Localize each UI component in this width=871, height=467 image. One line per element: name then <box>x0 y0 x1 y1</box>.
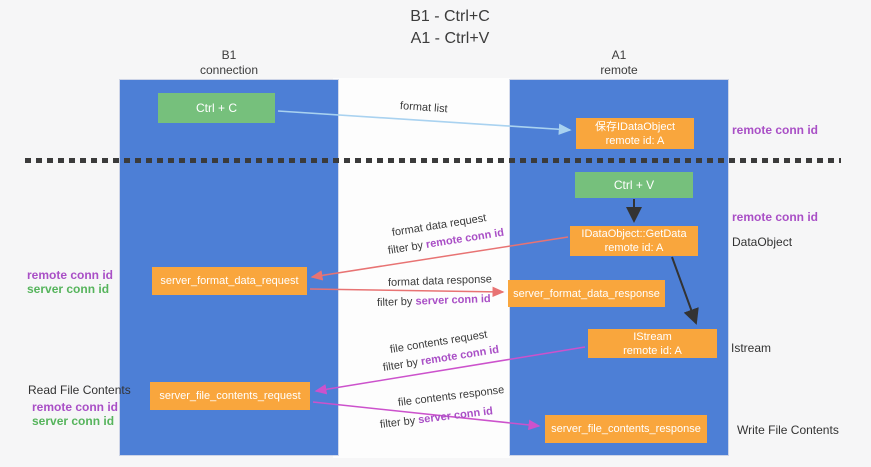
annotation-remote-conn-id-left-1: remote conn id <box>27 268 114 282</box>
node-server-format-data-response-label: server_format_data_response <box>513 287 660 300</box>
annotation-conn-ids-bottom: remote conn id server conn id <box>32 400 118 428</box>
node-server-file-contents-response-label: server_file_contents_response <box>551 423 701 435</box>
dashed-separator-line <box>25 158 841 163</box>
annotation-dataobject: DataObject <box>732 235 793 249</box>
node-istream: IStream remote id: A <box>588 329 717 358</box>
right-column-name: A1 <box>611 48 627 62</box>
node-save-idataobject-line1: 保存IDataObject <box>594 120 676 133</box>
left-column-subtitle: connection <box>199 63 259 77</box>
annotation-read-file-contents: Read File Contents <box>28 383 131 397</box>
left-column-name: B1 <box>221 48 237 62</box>
node-save-idataobject-line2: remote id: A <box>605 134 665 147</box>
annotation-server-conn-id-left-1: server conn id <box>27 282 110 296</box>
node-server-format-data-request-label: server_format_data_request <box>160 275 299 287</box>
annotation-remote-conn-id-1: remote conn id <box>732 123 819 137</box>
node-ctrl-v: Ctrl + V <box>575 172 693 198</box>
title-line-1: B1 - Ctrl+C <box>410 8 490 25</box>
annotation-remote-conn-id-2: remote conn id <box>732 210 819 224</box>
node-ctrl-c: Ctrl + C <box>158 93 275 123</box>
node-server-format-data-request: server_format_data_request <box>152 267 307 295</box>
node-ctrl-v-label: Ctrl + V <box>613 178 655 192</box>
diagram-title: B1 - Ctrl+C A1 - Ctrl+V <box>330 6 570 50</box>
node-istream-line1: IStream <box>633 330 672 343</box>
node-server-file-contents-request: server_file_contents_request <box>150 382 310 410</box>
annotation-write-file-contents: Write File Contents <box>737 423 839 437</box>
node-server-format-data-response: server_format_data_response <box>508 280 665 307</box>
node-idataobject-getdata: IDataObject::GetData remote id: A <box>570 226 698 256</box>
node-server-file-contents-request-label: server_file_contents_request <box>159 390 301 402</box>
right-column-subtitle: remote <box>600 63 638 77</box>
annotation-conn-ids-top: remote conn id server conn id <box>27 268 113 296</box>
left-column-header: B1 connection <box>120 48 338 78</box>
annotation-remote-conn-id-left-2: remote conn id <box>32 400 119 414</box>
node-istream-line2: remote id: A <box>623 344 682 357</box>
annotation-server-conn-id-left-2: server conn id <box>32 414 115 428</box>
annotation-istream: Istream <box>731 341 772 355</box>
node-server-file-contents-response: server_file_contents_response <box>545 415 707 443</box>
node-getdata-line2: remote id: A <box>604 242 664 254</box>
title-line-2: A1 - Ctrl+V <box>410 30 490 47</box>
right-column-header: A1 remote <box>510 48 728 78</box>
node-getdata-line1: IDataObject::GetData <box>581 228 687 240</box>
node-save-idataobject: 保存IDataObject remote id: A <box>576 118 694 149</box>
node-ctrl-c-label: Ctrl + C <box>195 101 237 115</box>
